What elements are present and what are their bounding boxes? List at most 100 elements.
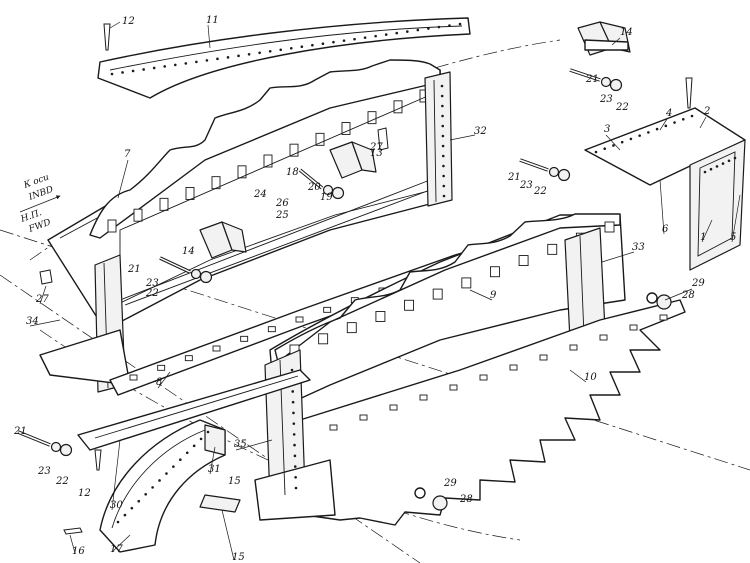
screws xyxy=(39,23,693,535)
nut xyxy=(331,186,345,200)
part-10-toothed-plate xyxy=(299,299,686,526)
rivet xyxy=(655,127,659,131)
rivet xyxy=(294,475,297,479)
callout-23d: 23 xyxy=(37,466,51,477)
rivet xyxy=(603,147,607,151)
callout-10: 10 xyxy=(584,372,597,383)
slot xyxy=(659,314,668,321)
rivet xyxy=(629,137,633,141)
callout-29b: 29 xyxy=(443,478,457,489)
callout-35: 35 xyxy=(234,439,247,450)
rivet xyxy=(442,194,446,198)
rivet xyxy=(441,104,444,108)
rivet xyxy=(237,54,240,58)
part-35-post xyxy=(254,349,336,521)
rivet xyxy=(144,493,147,496)
slot xyxy=(449,384,458,391)
slot xyxy=(107,219,117,233)
callout-27b: 27 xyxy=(35,294,49,305)
part-17-skin-panel xyxy=(99,419,241,553)
part-14-fitting-lower xyxy=(199,221,247,259)
slot xyxy=(547,243,558,255)
rivet xyxy=(374,34,377,38)
callout-32: 32 xyxy=(474,126,487,137)
rivet xyxy=(158,479,161,482)
callout-27: 27 xyxy=(369,142,383,153)
callout-16: 16 xyxy=(72,546,85,557)
rivet xyxy=(293,454,297,458)
callout-24: 24 xyxy=(253,189,267,200)
callout-17: 17 xyxy=(110,544,123,555)
rivet xyxy=(612,144,615,147)
rivet xyxy=(690,114,694,118)
slot xyxy=(461,277,472,289)
rivet xyxy=(448,24,451,27)
callout-29: 29 xyxy=(691,278,705,289)
rivet xyxy=(405,30,409,33)
rivet xyxy=(258,51,261,55)
rivet xyxy=(620,140,624,144)
rivet xyxy=(131,69,135,73)
bolt-shank-highlight xyxy=(299,169,323,189)
callout-9: 9 xyxy=(490,290,497,301)
rivet xyxy=(441,134,445,138)
rivet xyxy=(268,49,272,53)
callout-15: 15 xyxy=(228,476,241,487)
leader-line xyxy=(611,37,621,46)
rivet xyxy=(709,167,713,171)
rivet xyxy=(681,117,685,121)
leader-line xyxy=(109,21,121,29)
rivet xyxy=(311,43,314,47)
rivet xyxy=(441,124,445,128)
callout-21d: 21 xyxy=(13,426,27,437)
slot xyxy=(237,165,247,179)
rivet xyxy=(441,144,445,148)
slot xyxy=(133,208,143,222)
callout-20: 20 xyxy=(307,182,321,193)
part-9-front-beam xyxy=(269,213,626,411)
slot xyxy=(240,335,249,342)
leader-line xyxy=(111,534,131,553)
callout-31: 31 xyxy=(208,464,221,475)
callout-22c: 22 xyxy=(145,288,159,299)
rivet xyxy=(440,94,444,98)
part-30-flat-bar xyxy=(77,369,311,451)
bolt-shank-highlight xyxy=(569,69,601,81)
nut xyxy=(609,78,623,92)
rivet xyxy=(638,134,641,137)
slot xyxy=(263,154,273,168)
callout-7: 7 xyxy=(124,149,131,160)
rivet xyxy=(442,174,445,178)
rivet xyxy=(363,36,367,39)
rivet xyxy=(123,513,127,517)
leader-line xyxy=(209,446,216,475)
rivet xyxy=(647,131,650,134)
rivet xyxy=(292,411,295,415)
washer xyxy=(548,166,560,178)
callout-28b: 28 xyxy=(459,494,473,505)
callout-23: 23 xyxy=(599,94,613,105)
rivet xyxy=(293,443,296,447)
rivet xyxy=(458,22,462,26)
slot xyxy=(539,354,548,361)
rivet xyxy=(152,66,156,70)
slot xyxy=(184,355,193,362)
leader-line xyxy=(659,179,665,235)
rivet xyxy=(184,62,188,65)
callout-23b: 23 xyxy=(519,180,533,191)
part-34-post xyxy=(39,254,131,393)
part-32-post xyxy=(424,71,453,207)
nuts xyxy=(414,292,672,511)
callout-labels: 11 12 14 21 23 22 2 4 3 32 27 13 7 18 20… xyxy=(13,15,736,563)
slot xyxy=(157,364,166,371)
slot xyxy=(212,345,221,352)
rivet xyxy=(441,114,444,118)
slot xyxy=(346,322,357,334)
leader-line xyxy=(221,509,235,561)
callout-26: 26 xyxy=(275,198,289,209)
rivet xyxy=(173,63,177,67)
rivet xyxy=(294,486,298,490)
rivet xyxy=(416,28,420,32)
callout-33: 33 xyxy=(632,242,645,253)
rivet xyxy=(142,68,145,71)
